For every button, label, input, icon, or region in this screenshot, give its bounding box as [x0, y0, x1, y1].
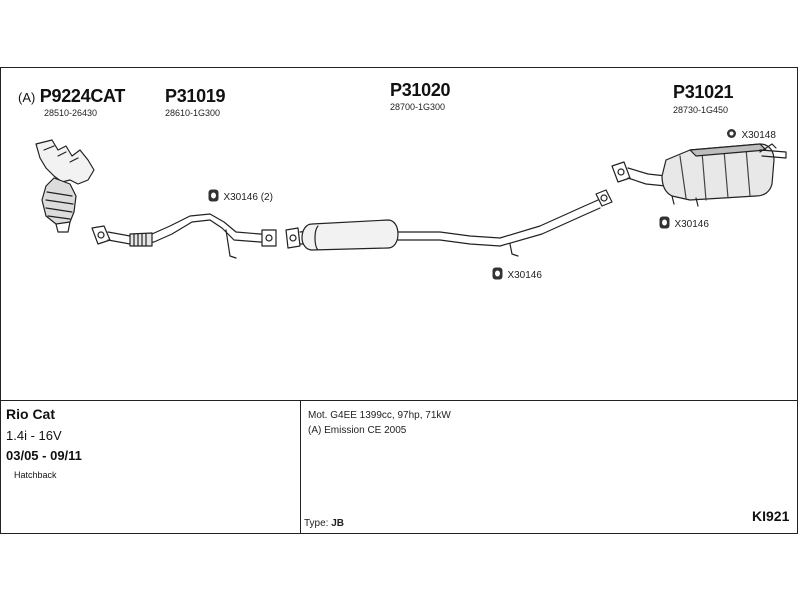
- catalyst-manifold-drawing: [35, 139, 95, 233]
- part-p9224cat-header: (A) P9224CAT: [18, 86, 125, 107]
- info-column-divider: [300, 400, 301, 534]
- rubber-mount-icon: [659, 216, 670, 229]
- fitting-label: X30146: [674, 219, 709, 230]
- front-pipe-drawing: [91, 213, 277, 259]
- fitting-x30146: X30146: [492, 265, 542, 283]
- emission-spec: (A) Emission CE 2005: [308, 425, 407, 436]
- part-oem-number: 28610-1G300: [165, 108, 221, 118]
- part-code: P31020: [390, 80, 451, 100]
- diagram-frame: [0, 67, 798, 534]
- part-oem-number: 28700-1G300: [390, 102, 446, 112]
- centre-silencer-drawing: [285, 189, 613, 257]
- rubber-mount-icon: [492, 267, 503, 280]
- part-code: P31019: [165, 86, 226, 106]
- fitting-x30148: X30148: [726, 125, 776, 143]
- type-value: JB: [331, 518, 345, 529]
- fitting-x30146: X30146: [659, 214, 709, 232]
- fitting-label: X30146 (2): [223, 192, 273, 203]
- part-prefix: (A): [18, 90, 36, 105]
- clamp-icon: [727, 129, 736, 138]
- vehicle-model: Rio Cat: [6, 406, 55, 422]
- engine-spec: Mot. G4EE 1399cc, 97hp, 71kW: [308, 410, 451, 421]
- vehicle-body: Hatchback: [14, 470, 57, 480]
- fitting-label: X30146: [507, 270, 542, 281]
- part-code: P9224CAT: [39, 86, 126, 106]
- part-code: P31021: [673, 82, 734, 102]
- type-spec: Type: JB: [304, 518, 344, 529]
- kit-code: KI921: [752, 508, 790, 524]
- vehicle-years: 03/05 - 09/11: [6, 448, 82, 463]
- part-oem-number: 28510-26430: [44, 108, 98, 118]
- fitting-label: X30148: [741, 130, 776, 141]
- vehicle-engine: 1.4i - 16V: [6, 428, 62, 443]
- rubber-mount-icon: [208, 189, 219, 202]
- fitting-x30146-pair: X30146 (2): [208, 187, 273, 205]
- info-divider: [0, 400, 798, 401]
- part-oem-number: 28730-1G450: [673, 105, 729, 115]
- type-label: Type:: [304, 518, 329, 529]
- rear-silencer-drawing: [611, 143, 787, 207]
